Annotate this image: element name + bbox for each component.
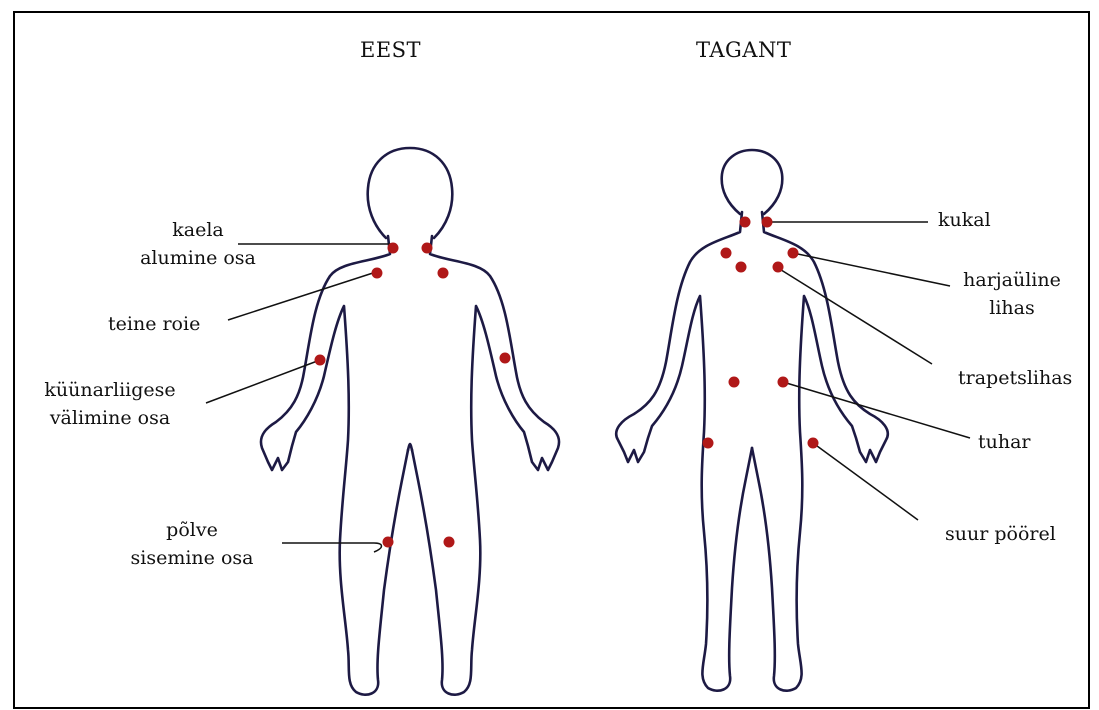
tender-point-harja-right — [788, 248, 799, 259]
tender-point-trapets-right — [773, 262, 784, 273]
label-suur-poorel: suur pöörel — [945, 520, 1056, 548]
front-body-outline — [261, 148, 559, 695]
frame-border — [14, 12, 1089, 708]
tender-point-poorel-left — [703, 438, 714, 449]
tender-point-kaela-right — [422, 243, 433, 254]
leader-tuhar — [783, 382, 970, 438]
label-teine-roie: teine roie — [108, 310, 200, 338]
tender-point-roie-right — [438, 268, 449, 279]
label-harja-line2: lihas — [950, 294, 1074, 322]
tender-point-kukal-right — [762, 217, 773, 228]
tender-point-trapets-left — [736, 262, 747, 273]
label-polve-line2: sisemine osa — [104, 544, 280, 572]
label-polve-sisemine-osa: põlve sisemine osa — [104, 516, 280, 572]
tender-point-tuhar-right — [778, 377, 789, 388]
tender-point-elbow-right — [500, 353, 511, 364]
label-kaela-line1: kaela — [110, 216, 286, 244]
tender-point-poorel-right — [808, 438, 819, 449]
tender-point-roie-left — [372, 268, 383, 279]
leader-teine-roie — [228, 272, 376, 320]
label-tuhar: tuhar — [978, 428, 1031, 456]
label-kyynarliigese-valimine-osa: küünarliigese välimine osa — [22, 376, 198, 432]
label-harjauline-lihas: harjaüline lihas — [950, 266, 1074, 322]
label-polve-line1: põlve — [104, 516, 280, 544]
label-trapetslihas: trapetslihas — [958, 364, 1072, 392]
leader-polve — [282, 543, 382, 552]
leader-suur-poorel — [813, 443, 918, 520]
tender-point-kukal-left — [740, 217, 751, 228]
back-body-outline — [616, 150, 888, 691]
tender-point-kaela-left — [388, 243, 399, 254]
label-kukal: kukal — [938, 206, 991, 234]
tender-point-elbow-left — [315, 355, 326, 366]
tender-point-knee-left — [383, 537, 394, 548]
tender-point-knee-right — [444, 537, 455, 548]
label-kaela-alumine-osa: kaela alumine osa — [110, 216, 286, 272]
label-kyynar-line2: välimine osa — [22, 404, 198, 432]
label-kaela-line2: alumine osa — [110, 244, 286, 272]
front-view-title: EEST — [360, 38, 421, 62]
label-harja-line1: harjaüline — [950, 266, 1074, 294]
label-kyynar-line1: küünarliigese — [22, 376, 198, 404]
tender-point-harja-left — [721, 248, 732, 259]
tender-point-tuhar-left — [729, 377, 740, 388]
back-view-title: TAGANT — [696, 38, 791, 62]
